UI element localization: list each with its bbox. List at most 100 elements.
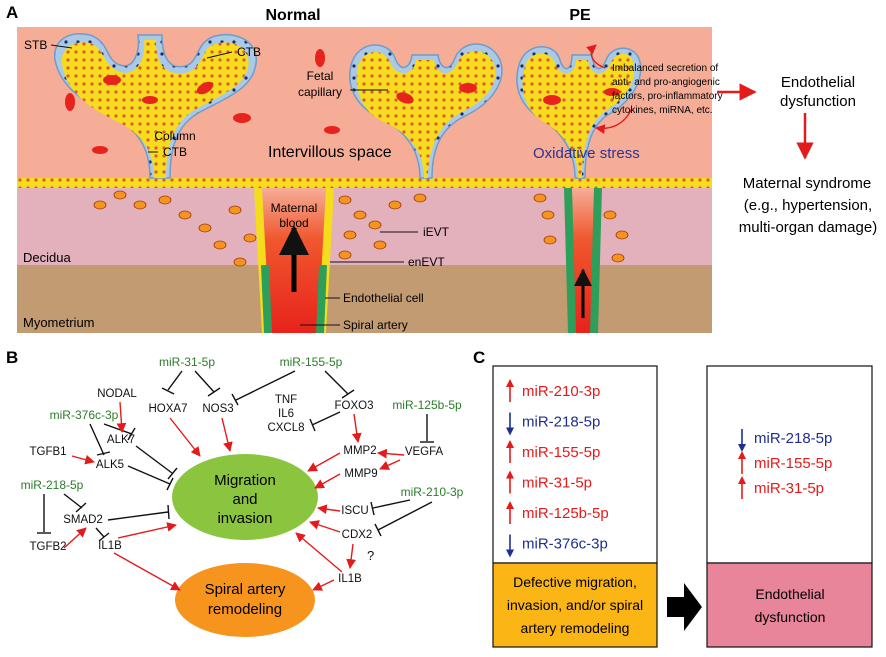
mirna-name: miR-210-3p (522, 383, 600, 400)
svg-text:Spiral artery: Spiral artery (205, 581, 286, 598)
gene-mmp2: MMP2 (343, 445, 376, 457)
pe-spiral-artery (564, 187, 602, 334)
normal-villous-tree (54, 33, 258, 179)
svg-text:Endothelial: Endothelial (755, 586, 824, 602)
stb-label: STB (24, 38, 47, 52)
svg-text:invasion: invasion (217, 510, 272, 527)
endothelial-text: Endothelial dysfunction (755, 586, 826, 625)
svg-text:Imbalanced secretion of: Imbalanced secretion of (612, 63, 718, 74)
spiral-remodeling-text: Spiral artery remodeling (205, 581, 286, 618)
right-mirna-box (706, 365, 873, 564)
mir-155-5p-b: miR-155-5p (280, 355, 343, 369)
mir-125b-5p-b: miR-125b-5p (392, 398, 462, 412)
gene-tgfb2: TGFB2 (29, 541, 66, 553)
mirna-row: miR-31-5p (506, 470, 592, 494)
gene-foxo3: FOXO3 (335, 400, 374, 412)
gene-nodal: NODAL (97, 388, 137, 400)
enevt-label: enEVT (408, 255, 445, 269)
evt-cells (93, 190, 629, 267)
gene-vegfa: VEGFA (405, 446, 444, 458)
gene-il1b-left: IL1B (98, 540, 122, 552)
panel-b: B Migration and invasion Spiral artery r… (6, 348, 464, 637)
gene-iscu: ISCU (341, 505, 368, 517)
mirna-row: miR-155-5p (506, 440, 600, 463)
mirna-name: miR-31-5p (522, 475, 592, 492)
mir-218-5p-b: miR-218-5p (21, 478, 84, 492)
svg-text:(e.g., hypertension,: (e.g., hypertension, (744, 197, 872, 214)
endothelial-dysfunction-a-1: Endothelial (781, 74, 855, 91)
oxidative-stress-label: Oxidative stress (533, 145, 640, 162)
svg-text:Defective migration,: Defective migration, (513, 574, 637, 590)
mirna-row: miR-31-5p (738, 476, 824, 499)
imbalanced-secretion-text: Imbalanced secretion of anti- and pro-an… (612, 63, 723, 116)
normal-spiral-artery (254, 187, 334, 334)
intervillous-space-label: Intervillous space (268, 144, 392, 161)
fetal-capillary-label-2: capillary (298, 85, 342, 99)
inhibition-edges (37, 370, 434, 542)
mirna-row: miR-125b-5p (506, 501, 609, 524)
mir-210-3p-b: miR-210-3p (401, 485, 464, 499)
svg-text:Migration: Migration (214, 472, 276, 489)
migration-invasion-text: Migration and invasion (214, 472, 276, 527)
mir-376c-3p-b: miR-376c-3p (50, 408, 119, 422)
normal-title: Normal (265, 7, 320, 24)
ievt-label: iEVT (423, 225, 450, 239)
mir-31-5p-b: miR-31-5p (159, 355, 215, 369)
svg-text:remodeling: remodeling (208, 601, 282, 618)
question-mark: ? (367, 548, 374, 563)
mirna-name: miR-376c-3p (522, 536, 608, 553)
mirna-name: miR-155-5p (522, 444, 600, 461)
panel-a: A Normal PE (6, 3, 877, 334)
mirna-name: miR-218-5p (522, 414, 600, 431)
mirna-name: miR-155-5p (754, 455, 832, 472)
maternal-syndrome-text: Maternal syndrome (e.g., hypertension, m… (739, 175, 877, 236)
activation-edges (63, 401, 405, 591)
gene-il1b-right: IL1B (338, 573, 362, 585)
endothelial-dysfunction-a-2: dysfunction (780, 93, 856, 110)
svg-text:anti- and pro-angiogenic: anti- and pro-angiogenic (612, 77, 720, 88)
mirna-row: miR-218-5p (738, 429, 832, 452)
block-arrow (667, 583, 702, 631)
middle-villous-tree (315, 43, 503, 179)
mirna-name: miR-218-5p (754, 430, 832, 447)
gene-il6: IL6 (278, 408, 294, 420)
gene-smad2: SMAD2 (63, 514, 103, 526)
gene-cxcl8: CXCL8 (267, 422, 304, 434)
maternal-blood-label-2: blood (279, 216, 308, 230)
pe-villous-tree (516, 46, 642, 179)
myometrium-label: Myometrium (23, 315, 95, 330)
basal-plate (17, 178, 712, 188)
ctb-label: CTB (237, 45, 261, 59)
fetal-capillary-label-1: Fetal (307, 69, 334, 83)
gene-nos3: NOS3 (202, 403, 233, 415)
svg-text:artery remodeling: artery remodeling (521, 620, 630, 636)
gene-hoxa7: HOXA7 (149, 403, 188, 415)
endothelial-cell-label: Endothelial cell (343, 291, 424, 305)
gene-mmp9: MMP9 (344, 468, 377, 480)
pe-title: PE (569, 7, 591, 24)
svg-text:invasion, and/or spiral: invasion, and/or spiral (507, 597, 643, 613)
gene-alk7: ALK7 (107, 434, 135, 446)
left-mirna-box (492, 365, 658, 564)
defective-text: Defective migration, invasion, and/or sp… (507, 574, 643, 636)
left-mirna-list: miR-210-3p miR-218-5p miR-155-5p miR-31-5p m… (506, 379, 609, 558)
svg-text:multi-organ damage): multi-organ damage) (739, 219, 877, 236)
gene-cdx2: CDX2 (342, 529, 373, 541)
spiral-artery-label: Spiral artery (343, 318, 408, 332)
decidua-label: Decidua (23, 250, 71, 265)
svg-text:factors, pro-inflammatory: factors, pro-inflammatory (612, 91, 723, 102)
svg-text:dysfunction: dysfunction (755, 609, 826, 625)
spiral-remodeling-node (175, 563, 315, 637)
panel-b-label: B (6, 348, 18, 367)
mirna-row: miR-155-5p (738, 451, 832, 474)
svg-text:and: and (232, 491, 257, 508)
svg-text:Maternal syndrome: Maternal syndrome (743, 175, 871, 192)
panel-a-label: A (6, 3, 18, 22)
gene-tgfb1: TGFB1 (29, 446, 66, 458)
panel-c-label: C (473, 348, 485, 367)
migration-invasion-node (172, 454, 318, 540)
defective-box (492, 562, 658, 648)
column-ctb-label-1: Column (154, 129, 195, 143)
svg-text:cytokines, miRNA, etc.: cytokines, miRNA, etc. (612, 105, 713, 116)
